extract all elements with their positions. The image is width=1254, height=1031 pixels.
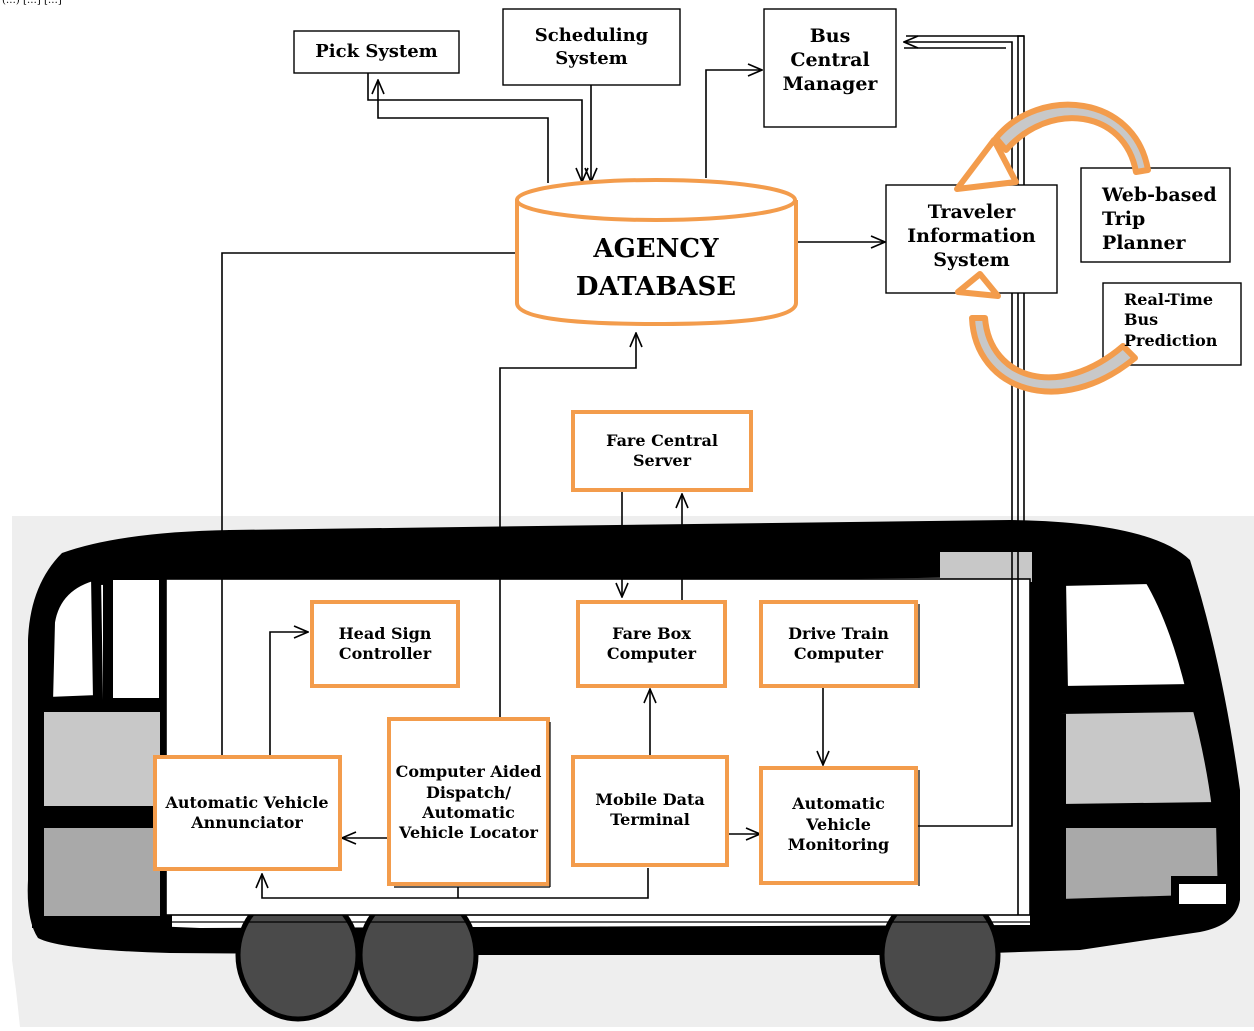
cycle-arrows [954,101,1151,395]
bus-bumper [1171,876,1234,912]
header-fragment: (…) […] […] [2,0,62,7]
annunciator-label: Automatic Vehicle Annunciator [165,792,329,832]
arrow-mdt-to-annunciator [262,868,649,899]
mobile-data-terminal-box [571,755,729,867]
bus-pillar [782,525,792,575]
fare-box-computer-box [576,600,727,688]
pick-system-box [293,30,460,74]
traveler-info-box [885,184,1058,294]
arrow-pick-to-database [367,72,582,182]
fare-central-server-label: Fare Central Server [606,430,718,470]
bus-panel [32,816,172,928]
cad-avl-label: Computer Aided Dispatch/ Automatic Vehic… [395,762,542,843]
arrow-database-to-annunciator [222,252,516,812]
mobile-data-terminal-label: Mobile Data Terminal [595,789,705,829]
cycle-arrow-lower [969,315,1138,395]
fare-box-computer-label: Fare Box Computer [606,623,697,663]
bus-window [103,570,169,708]
cycle-arrow-upper [993,101,1151,175]
scheduling-system-box [502,8,681,86]
arrow-database-to-bus-manager [705,70,762,178]
connectors [222,35,1025,915]
monitoring-box [759,766,918,885]
bus-pillar [928,523,938,573]
drive-train-computer-label: Drive Train Computer [788,623,889,663]
bus-pillar [228,530,238,580]
bus-window [42,568,104,708]
fare-central-server-box [571,410,753,492]
bus-pillar [352,530,362,580]
traveler-info-label: Traveler Information System [907,200,1036,272]
realtime-prediction-label: Real-Time Bus Prediction [1124,290,1218,350]
bus-window [940,552,1032,582]
drive-train-computer-box [759,600,918,688]
cycle-arrow-upper-head [954,137,1019,192]
cad-avl-box [387,717,550,886]
bus-central-manager-box [763,8,897,128]
bus-pillar [488,528,498,578]
arrow-cad-to-database [499,333,636,720]
arrow-monitoring-to-bus-manager [904,42,1013,827]
arrow-annunciator-to-headsign [269,632,308,756]
agency-database-cylinder [515,178,798,327]
web-trip-planner-box [1080,167,1231,263]
scheduling-system-label: Scheduling System [534,24,649,69]
cycle-arrow-lower-head [955,271,1001,299]
monitoring-label: Automatic Vehicle Monitoring [787,794,890,855]
head-sign-controller-box [310,600,460,688]
bus-pillar [630,526,640,576]
bus-panel [1054,699,1225,817]
agency-database-label: AGENCY DATABASE [575,234,737,302]
bus-window [1053,571,1200,699]
annunciator-box [153,755,342,871]
arrow-database-to-pick [378,80,549,183]
pick-system-label: Pick System [315,41,438,63]
head-sign-controller-label: Head Sign Controller [338,623,432,663]
bus-panel [32,700,172,818]
web-trip-planner-label: Web-based Trip Planner [1102,183,1217,255]
bus-central-manager-label: Bus Central Manager [782,24,878,96]
